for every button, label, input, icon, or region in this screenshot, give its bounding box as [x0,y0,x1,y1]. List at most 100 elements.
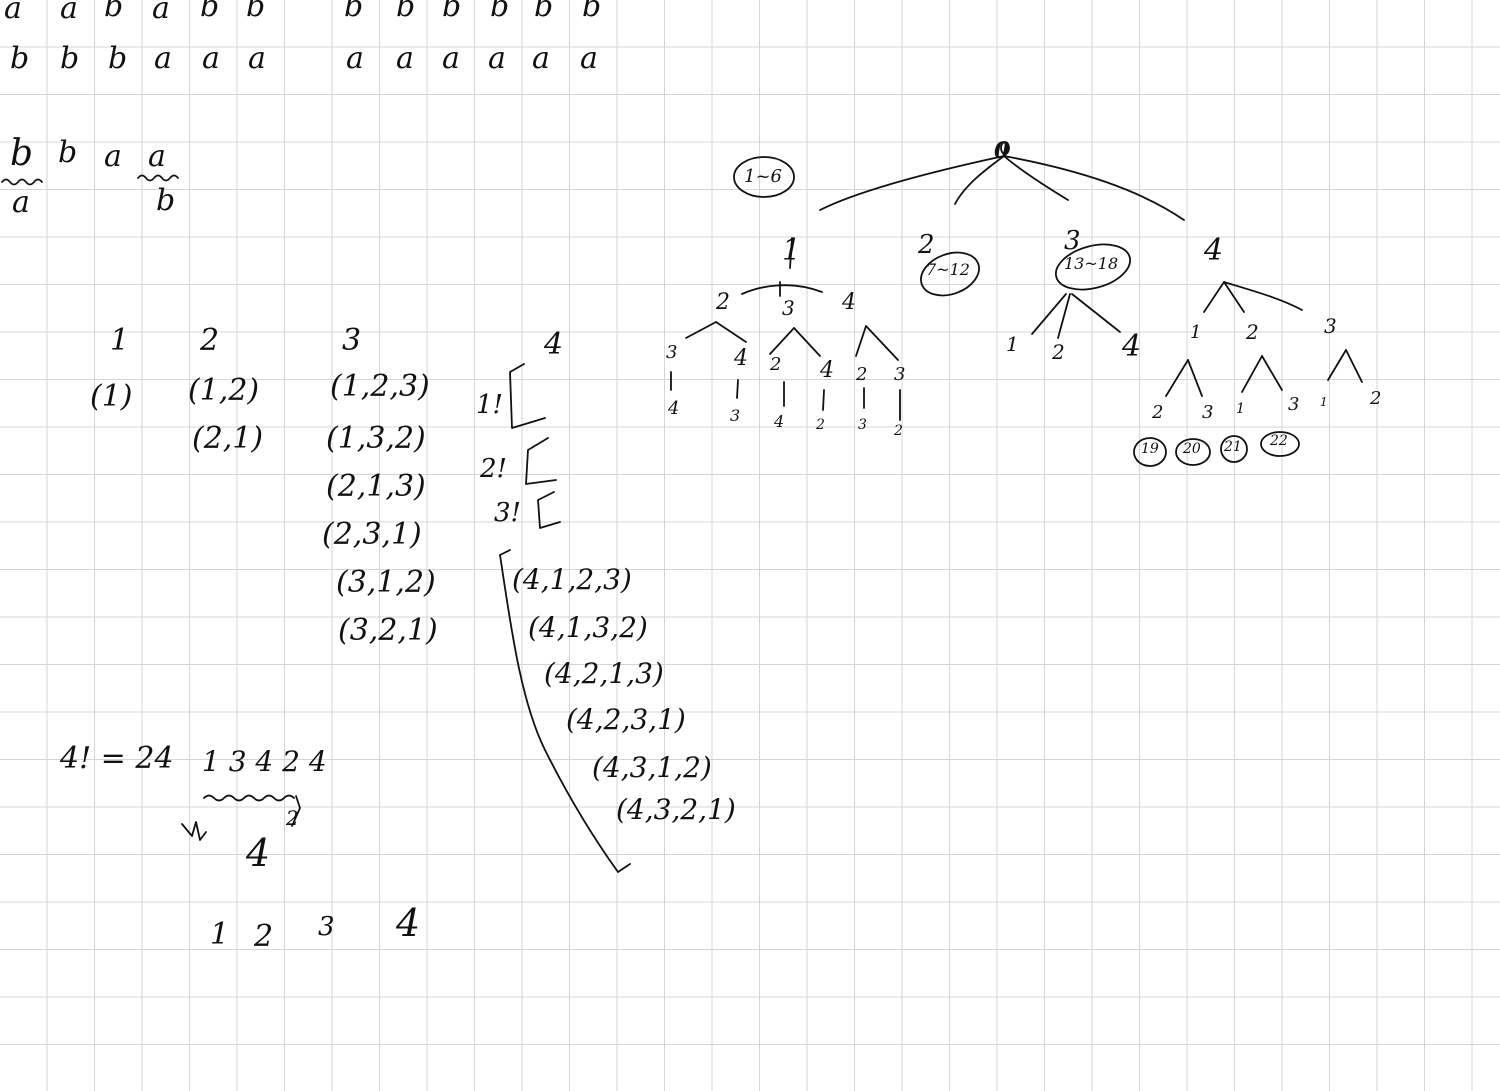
root-range-circle [733,156,795,198]
grid-right-r1-4: b [490,0,510,24]
swap-below-2: b [156,183,176,218]
tree-root-edge-4 [1003,155,1185,221]
tree-root-edge-3 [1003,155,1069,201]
sub4-edge-1 [1203,281,1225,313]
tree-sub1-child-3: 4 [842,290,856,315]
perm-col4-item-2: (4,1,3,2) [528,611,648,644]
tree-sub1-child-2: 3 [782,296,795,320]
perm-header-3: 3 [342,323,362,358]
sequence-hook [291,795,301,827]
tree-sub1-bottom-4: 2 [816,417,825,433]
perm-header-1: 1 [110,323,130,358]
tree-sub1-child-1: 2 [716,290,730,315]
grid-cell-r1-4: a [152,0,170,26]
sub3-edge-3 [1071,293,1121,333]
grid-cell-r1-2: a [60,0,78,26]
perm-col4-item-4: (4,2,3,1) [566,703,686,736]
tree-sub1-leaf-2: 4 [734,346,748,371]
perm-col3-item-2: (1,3,2) [326,421,426,456]
swap-cell-4: a [148,139,166,174]
tree-sub3-child-1: 1 [1006,332,1019,356]
perm-col4-item-6: (4,3,2,1) [616,793,736,826]
sub3-edge-1 [1031,293,1067,335]
tree-sub1-bottom-2: 3 [730,406,741,425]
grid-right-r2-6: a [580,41,598,76]
perm-header-4: 4 [544,327,564,362]
root-node-mark [1000,141,1010,155]
grid-cell-r2-2: b [60,41,80,76]
sub1c-left [855,325,867,357]
grid-right-r2-2: a [396,41,414,76]
tree-sub1-leaf-5: 2 [856,364,868,385]
tree-root-range: 1~6 [744,166,782,187]
sequence-item-2: 2 [254,919,274,954]
grid-cell-r2-6: a [248,41,266,76]
tree-sub1-bottom-5: 3 [858,417,867,433]
range-2-circle [920,251,980,297]
sub1-stem [789,237,793,269]
tree-sub4-child-1: 1 [1190,322,1202,343]
tree-sub3-child-3: 4 [1122,329,1142,364]
tree-root-edge-1 [819,155,1005,211]
perm-col4-item-3: (4,2,1,3) [544,657,664,690]
tree-root-edge-2 [954,155,1005,205]
tree-sub4-number-1: 19 [1141,441,1159,457]
tree-sub4-leaf-5: 1 [1320,395,1328,409]
sub1a-right [715,321,747,343]
perm-col3-item-6: (3,2,1) [338,613,438,648]
bracket-1 [509,363,546,429]
sequence-squiggle [203,794,295,802]
col4-big-bracket [499,554,631,873]
swap-cell-1: b [10,133,34,174]
grid-right-r2-4: a [488,41,506,76]
bracket-3 [537,491,561,529]
num-circle-21 [1220,435,1248,463]
sequence-item-3: 3 [318,912,335,942]
grid-right-r2-5: a [532,41,550,76]
sequence-item-4: 4 [396,901,421,945]
perm-col3-item-3: (2,1,3) [326,469,426,504]
factorial-label-3: 3! [494,498,521,528]
tree-sub1-bottom-1: 4 [668,398,680,419]
sub3-edge-2 [1057,293,1071,339]
grid-cell-r2-3: b [108,41,128,76]
sub1-branch [741,284,823,295]
sequence-under: 2 [286,806,299,830]
tree-sub1-leaf-1: 3 [666,342,678,363]
bracket-2 [525,437,557,485]
factorial-label-2: 2! [480,454,507,484]
tree-sub1-bottom-6: 2 [894,423,903,439]
tree-sub4-number-4: 22 [1270,433,1288,449]
perm-col4-item-5: (4,3,1,2) [592,751,712,784]
tree-sub1-leaf-3: 2 [770,354,782,375]
tree-sub4-leaf-1: 2 [1152,402,1164,423]
swap-below-1: a [12,185,30,220]
grid-right-r1-1: b [344,0,364,24]
grid-cell-r1-3: b [104,0,124,24]
sub4c-left [1327,349,1347,381]
sub4b-left [1241,355,1263,393]
grid-right-r1-6: b [582,0,602,24]
sub4b-right [1261,355,1283,391]
num-circle-19 [1133,437,1167,467]
sequence-note: 1 3 4 2 4 [202,745,327,778]
grid-cell-r2-5: a [202,41,220,76]
tree-sub1-leaf-6: 3 [894,364,906,385]
perm-col4-item-1: (4,1,2,3) [512,563,632,596]
tree-sub3-child-2: 2 [1052,340,1065,364]
sub4-edge-3 [1223,281,1303,311]
tree-range-2: 7~12 [926,260,970,279]
tree-sub1-bottom-3: 4 [774,412,785,431]
grid-right-r1-5: b [534,0,554,24]
perm-header-2: 2 [200,323,220,358]
tree-l1-3: 3 [1064,226,1081,256]
perm-col3-item-4: (2,3,1) [322,517,422,552]
sub1-leaf-line-4 [822,389,825,411]
tree-sub4-number-2: 20 [1183,441,1201,457]
sub1b-right [793,327,821,357]
swap-cell-2: b [58,135,78,170]
grid-cell-r1-1: a [4,0,22,26]
sub1c-right [865,325,899,361]
